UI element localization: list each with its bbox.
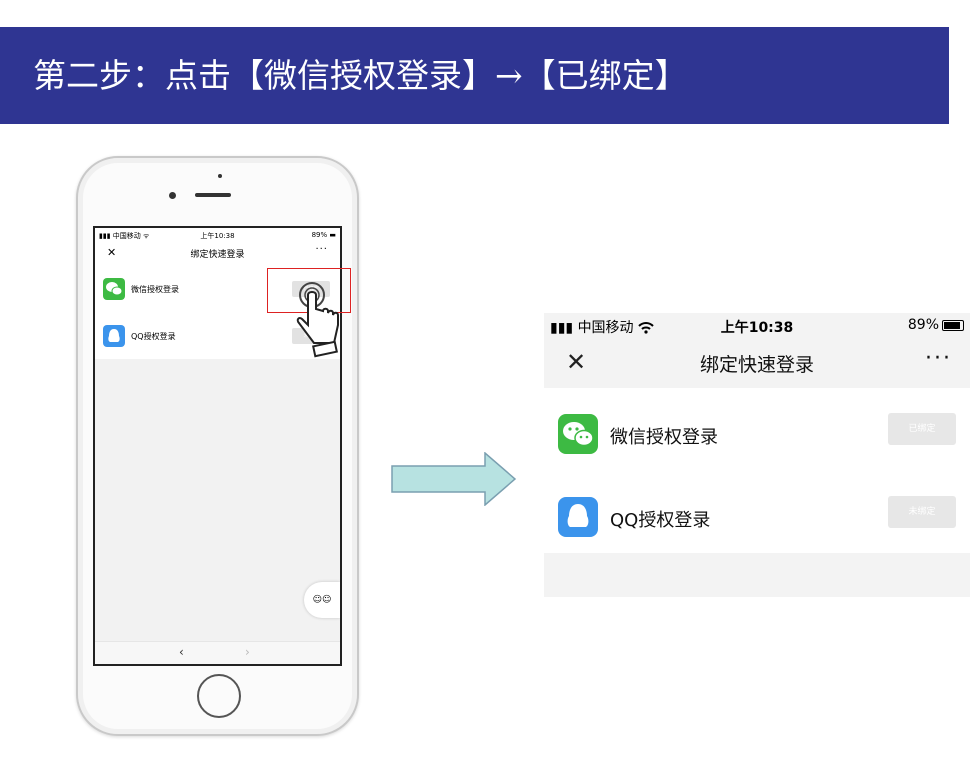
phone-status-battery: 89% ▬ (311, 231, 336, 239)
zoomed-nav-title: 绑定快速登录 (699, 354, 814, 376)
zoomed-status-battery-text: 89% (907, 317, 939, 333)
phone-nav-title: 绑定快速登录 (190, 250, 245, 260)
zoomed-qq-unbound-button[interactable]: 未绑定 (888, 496, 956, 528)
zoomed-status-time: 上午10:38 (720, 320, 794, 336)
phone-row-wechat: 微信授权登录 已绑定 (95, 274, 340, 304)
phone-row-qq-label: QQ授权登录 (131, 332, 176, 341)
hand-pointer-icon (296, 282, 339, 358)
zoomed-row-qq: QQ授权登录 未绑定 (544, 481, 970, 541)
phone-nav-bar: ✕ 绑定快速登录 ··· (95, 242, 340, 264)
zoomed-wechat-bound-button[interactable]: 已绑定 (888, 413, 956, 445)
banner: 第二步：点击【微信授权登录】→【已绑定】 (0, 27, 949, 124)
phone-front-camera (169, 192, 176, 199)
zoomed-status-signal: ▮▮▮ 中国移动 (550, 320, 634, 336)
wechat-icon (103, 278, 125, 300)
phone-row-wechat-label: 微信授权登录 (131, 285, 179, 294)
phone-camera (218, 174, 222, 178)
zoomed-login-list: 微信授权登录 已绑定 QQ授权登录 未绑定 (544, 388, 970, 553)
zoomed-nav-bar: ✕ 绑定快速登录 ··· (544, 339, 970, 387)
qq-icon (103, 325, 125, 347)
zoomed-status-left: ▮▮▮ 中国移动 (550, 317, 654, 337)
right-arrow-icon (391, 452, 517, 506)
phone-forward-button[interactable]: › (245, 645, 250, 659)
phone-mockup: ▮▮▮ 中国移动 ᯤ 上午10:38 89% ▬ ✕ 绑定快速登录 ··· 微信… (76, 156, 359, 736)
phone-status-signal: ▮▮▮ 中国移动 ᯤ (99, 232, 150, 240)
phone-back-button[interactable]: ‹ (179, 645, 184, 659)
zoomed-row-wechat-label: 微信授权登录 (610, 427, 718, 448)
wifi-icon (638, 322, 654, 334)
wechat-icon (558, 414, 598, 454)
zoomed-screen: ▮▮▮ 中国移动 上午10:38 89% ✕ 绑定快速登录 ··· 微信授权登录… (544, 313, 970, 597)
phone-status-time: 上午10:38 (200, 232, 235, 240)
phone-float-widget[interactable]: ☺☺ (304, 582, 340, 618)
banner-title: 第二步：点击【微信授权登录】→【已绑定】 (33, 56, 688, 95)
zoomed-row-wechat: 微信授权登录 已绑定 (544, 398, 970, 458)
phone-more-button[interactable]: ··· (315, 244, 328, 255)
phone-close-button[interactable]: ✕ (107, 246, 117, 259)
phone-wechat-bound-button[interactable]: 已绑定 (292, 281, 330, 297)
zoomed-status-right: 89% (908, 317, 964, 333)
phone-speaker (195, 193, 231, 197)
phone-home-button[interactable] (197, 674, 241, 718)
zoomed-close-button[interactable]: ✕ (566, 348, 587, 376)
zoomed-more-button[interactable]: ··· (925, 346, 952, 371)
battery-icon (942, 319, 964, 331)
phone-status-bar: ▮▮▮ 中国移动 ᯤ 上午10:38 89% ▬ (95, 228, 340, 242)
qq-icon (558, 497, 598, 537)
zoomed-status-bar: ▮▮▮ 中国移动 上午10:38 89% (544, 313, 970, 339)
phone-login-list: 微信授权登录 已绑定 QQ授权登录 未绑定 (95, 264, 340, 359)
phone-bottom-toolbar: ‹ › (95, 641, 340, 664)
zoomed-row-qq-label: QQ授权登录 (610, 510, 711, 531)
